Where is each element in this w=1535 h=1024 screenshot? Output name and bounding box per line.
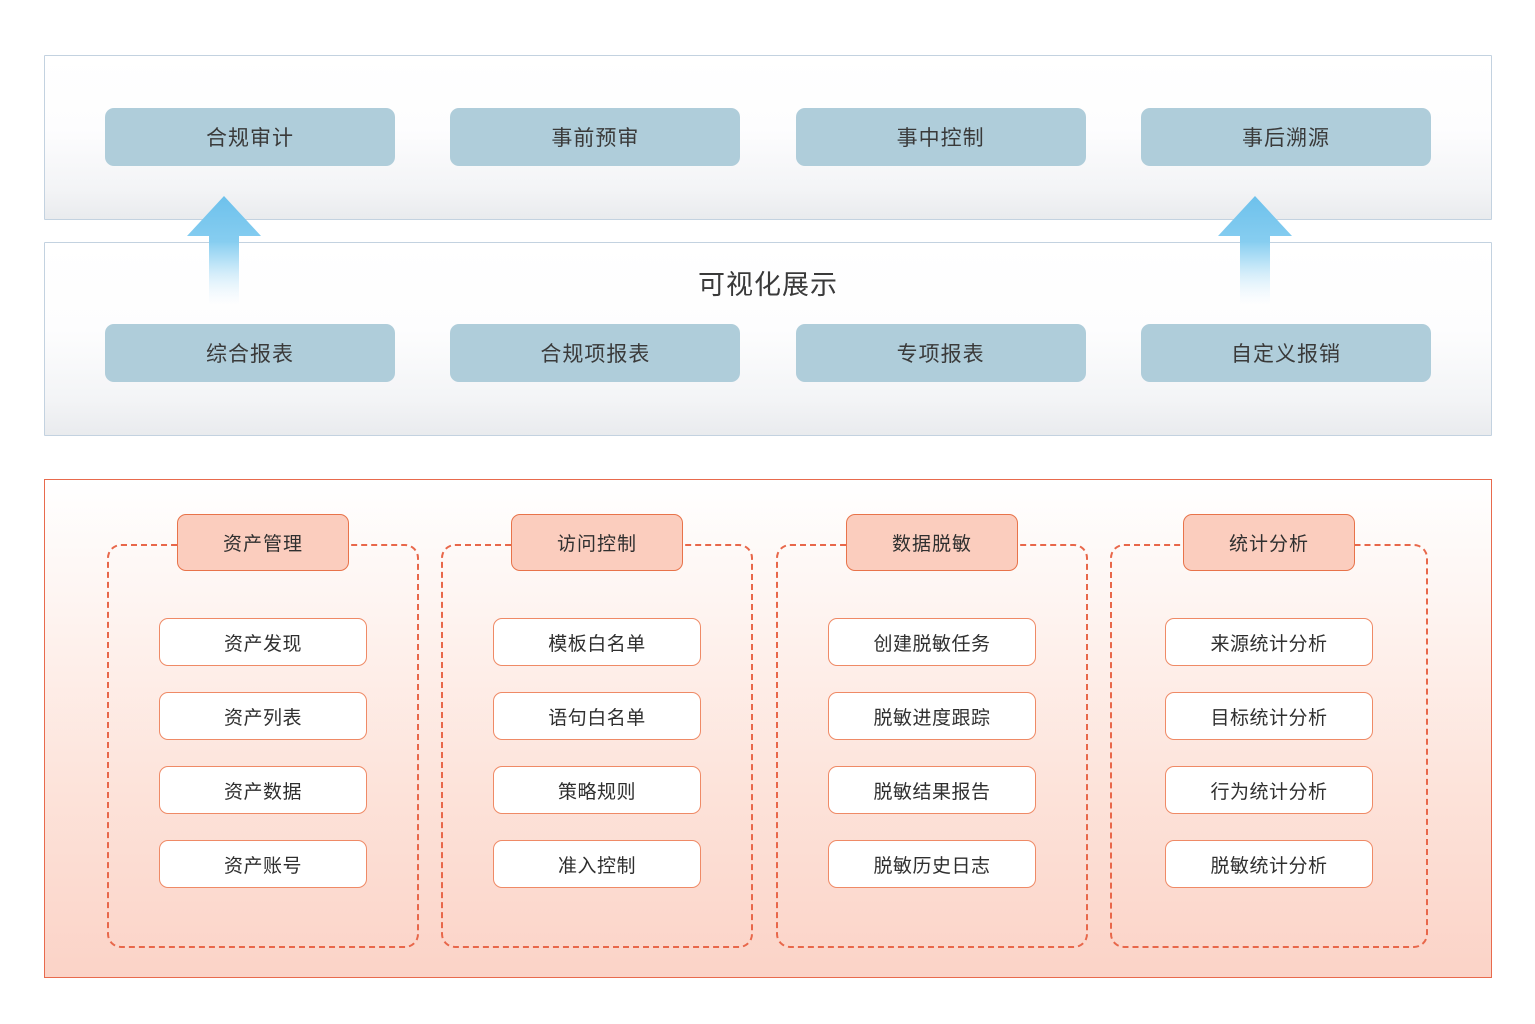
module-item-0-2[interactable]: 资产数据 [159,766,367,814]
report-box-1[interactable]: 合规项报表 [450,324,741,382]
module-item-0-1[interactable]: 资产列表 [159,692,367,740]
module-group-access-control: 访问控制 模板白名单 语句白名单 策略规则 准入控制 [441,514,753,948]
module-group-asset-management: 资产管理 资产发现 资产列表 资产数据 资产账号 [107,514,419,948]
module-item-2-3[interactable]: 脱敏历史日志 [828,840,1036,888]
modules-panel: 资产管理 资产发现 资产列表 资产数据 资产账号 访问控制 模板白名单 语句白名… [44,479,1492,978]
audit-box-2[interactable]: 事中控制 [795,108,1086,166]
audit-box-1[interactable]: 事前预审 [450,108,741,166]
report-box-row: 综合报表 合规项报表 专项报表 自定义报销 [45,324,1491,382]
module-group-header-2[interactable]: 数据脱敏 [846,514,1018,571]
module-item-3-1[interactable]: 目标统计分析 [1165,692,1373,740]
module-item-3-0[interactable]: 来源统计分析 [1165,618,1373,666]
report-box-0[interactable]: 综合报表 [105,324,395,382]
audit-capability-band: 合规审计 事前预审 事中控制 事后溯源 [44,55,1492,220]
module-group-statistics: 统计分析 来源统计分析 目标统计分析 行为统计分析 脱敏统计分析 [1110,514,1428,948]
module-item-1-0[interactable]: 模板白名单 [493,618,701,666]
audit-box-0[interactable]: 合规审计 [105,108,395,166]
module-item-list-1: 模板白名单 语句白名单 策略规则 准入控制 [493,618,701,888]
module-item-0-0[interactable]: 资产发现 [159,618,367,666]
arrow-up-left-icon [187,196,261,304]
module-item-list-0: 资产发现 资产列表 资产数据 资产账号 [159,618,367,888]
module-item-3-3[interactable]: 脱敏统计分析 [1165,840,1373,888]
module-item-3-2[interactable]: 行为统计分析 [1165,766,1373,814]
arrow-up-right-icon [1218,196,1292,304]
report-box-3[interactable]: 自定义报销 [1140,324,1431,382]
module-item-list-3: 来源统计分析 目标统计分析 行为统计分析 脱敏统计分析 [1165,618,1373,888]
module-item-1-3[interactable]: 准入控制 [493,840,701,888]
module-group-header-3[interactable]: 统计分析 [1183,514,1355,571]
audit-box-row: 合规审计 事前预审 事中控制 事后溯源 [45,108,1491,166]
audit-box-3[interactable]: 事后溯源 [1140,108,1431,166]
module-item-1-1[interactable]: 语句白名单 [493,692,701,740]
module-item-2-2[interactable]: 脱敏结果报告 [828,766,1036,814]
module-item-1-2[interactable]: 策略规则 [493,766,701,814]
report-box-2[interactable]: 专项报表 [795,324,1086,382]
visualization-band-title: 可视化展示 [698,270,838,300]
module-item-0-3[interactable]: 资产账号 [159,840,367,888]
module-group-data-masking: 数据脱敏 创建脱敏任务 脱敏进度跟踪 脱敏结果报告 脱敏历史日志 [776,514,1088,948]
module-item-2-1[interactable]: 脱敏进度跟踪 [828,692,1036,740]
module-item-list-2: 创建脱敏任务 脱敏进度跟踪 脱敏结果报告 脱敏历史日志 [828,618,1036,888]
module-item-2-0[interactable]: 创建脱敏任务 [828,618,1036,666]
module-group-header-1[interactable]: 访问控制 [511,514,683,571]
module-group-header-0[interactable]: 资产管理 [177,514,349,571]
